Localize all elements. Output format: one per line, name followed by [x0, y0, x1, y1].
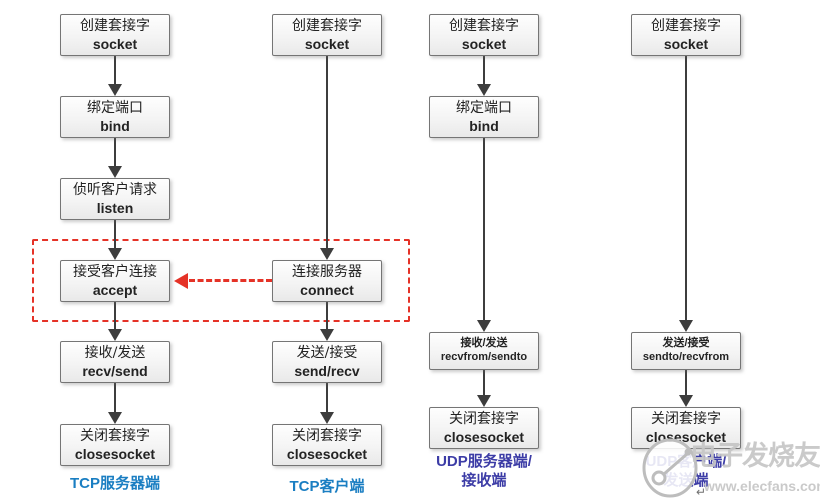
node-label-en: accept	[92, 282, 138, 298]
node-tcp-server-socket: 创建套接字 socket	[60, 14, 170, 56]
node-tcp-server-bind: 绑定端口 bind	[60, 96, 170, 138]
node-tcp-server-listen: 侦听客户请求 listen	[60, 178, 170, 220]
node-label-cn: 创建套接字	[292, 17, 362, 34]
node-udp-client-sendto-recvfrom: 发送/接受 sendto/recvfrom	[631, 332, 741, 370]
column-label-line1: UDP客户端/	[645, 453, 727, 470]
arrow-tcp-server-recv-close	[108, 383, 122, 424]
column-label-line2: 发送端	[663, 472, 709, 489]
arrow-udp-server-bind-recvfrom	[477, 138, 491, 332]
arrow-tcp-client-send-close	[320, 383, 334, 424]
node-label-en: closesocket	[443, 429, 525, 445]
node-label-en: recvfrom/sendto	[440, 351, 528, 363]
node-label-cn: 接受客户连接	[73, 263, 157, 280]
node-label-cn: 关闭套接字	[80, 427, 150, 444]
tcp-handshake-highlight-box	[32, 239, 410, 322]
column-label-tcp-server: TCP服务器端	[69, 475, 160, 492]
node-label-en: listen	[96, 200, 134, 216]
node-tcp-client-closesocket: 关闭套接字 closesocket	[272, 424, 382, 466]
arrow-udp-client-sendto-close	[679, 370, 693, 407]
node-label-cn: 绑定端口	[87, 99, 143, 116]
column-label-udp-client: UDP客户端/ 发送端	[616, 452, 756, 490]
column-label-line2: 接收端	[461, 472, 507, 489]
node-udp-client-socket: 创建套接字 socket	[631, 14, 741, 56]
node-tcp-server-accept: 接受客户连接 accept	[60, 260, 170, 302]
arrow-udp-server-recvfrom-close	[477, 370, 491, 407]
node-udp-server-bind: 绑定端口 bind	[429, 96, 539, 138]
node-label-en: closesocket	[286, 446, 368, 462]
connect-to-accept-arrow	[174, 273, 272, 289]
node-label-cn: 连接服务器	[292, 263, 362, 280]
node-label-cn: 创建套接字	[449, 17, 519, 34]
node-label-cn: 接收/发送	[84, 344, 146, 361]
node-label-cn: 接收/发送	[460, 337, 508, 350]
node-label-en: closesocket	[645, 429, 727, 445]
node-label-cn: 发送/接受	[662, 337, 710, 350]
node-label-en: socket	[92, 36, 138, 52]
node-tcp-client-send-recv: 发送/接受 send/recv	[272, 341, 382, 383]
node-label-cn: 关闭套接字	[292, 427, 362, 444]
arrow-tcp-client-connect-send	[320, 302, 334, 341]
node-label-en: socket	[663, 36, 709, 52]
node-label-en: bind	[100, 118, 130, 134]
node-tcp-client-socket: 创建套接字 socket	[272, 14, 382, 56]
node-label-cn: 侦听客户请求	[73, 181, 157, 198]
node-label-en: send/recv	[294, 363, 360, 379]
node-tcp-client-connect: 连接服务器 connect	[272, 260, 382, 302]
node-label-cn: 关闭套接字	[449, 410, 519, 427]
node-udp-server-closesocket: 关闭套接字 closesocket	[429, 407, 539, 449]
arrow-tcp-server-socket-bind	[108, 56, 122, 96]
node-udp-server-recvfrom-sendto: 接收/发送 recvfrom/sendto	[429, 332, 539, 370]
node-label-en: bind	[469, 118, 499, 134]
arrow-tcp-server-listen-accept	[108, 220, 122, 260]
node-label-cn: 绑定端口	[456, 99, 512, 116]
arrow-udp-client-socket-sendto	[679, 56, 693, 332]
node-label-en: connect	[300, 282, 354, 298]
column-label-udp-server: UDP服务器端/ 接收端	[414, 452, 554, 490]
column-label-tcp-client: TCP客户端	[289, 478, 365, 495]
node-label-en: socket	[304, 36, 350, 52]
node-label-en: recv/send	[82, 363, 148, 379]
node-udp-server-socket: 创建套接字 socket	[429, 14, 539, 56]
node-label-cn: 创建套接字	[651, 17, 721, 34]
node-label-en: socket	[461, 36, 507, 52]
node-label-cn: 关闭套接字	[651, 410, 721, 427]
node-udp-client-closesocket: 关闭套接字 closesocket	[631, 407, 741, 449]
arrow-tcp-server-bind-listen	[108, 138, 122, 178]
node-label-cn: 创建套接字	[80, 17, 150, 34]
node-label-en: closesocket	[74, 446, 156, 462]
arrow-udp-server-socket-bind	[477, 56, 491, 96]
arrow-tcp-client-socket-connect	[320, 56, 334, 260]
node-tcp-server-recv-send: 接收/发送 recv/send	[60, 341, 170, 383]
node-label-en: sendto/recvfrom	[642, 351, 730, 363]
node-label-cn: 发送/接受	[296, 344, 358, 361]
column-label-line1: UDP服务器端/	[436, 453, 532, 470]
node-tcp-server-closesocket: 关闭套接字 closesocket	[60, 424, 170, 466]
arrow-tcp-server-accept-recv	[108, 302, 122, 341]
